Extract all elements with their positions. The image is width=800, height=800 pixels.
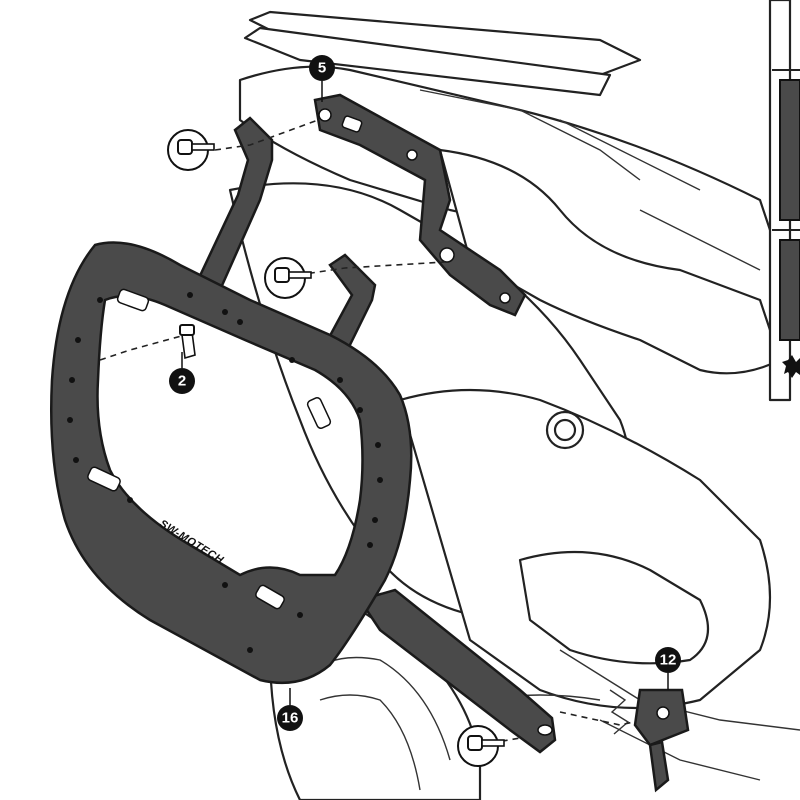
bolt-lower: [457, 725, 505, 767]
svg-text:5: 5: [318, 60, 326, 77]
svg-text:12: 12: [660, 652, 677, 669]
callout-5: 5: [309, 55, 335, 102]
bolt-inner: [179, 324, 196, 360]
side-carrier-upper-arm: [196, 116, 377, 357]
starburst-icon: [782, 355, 800, 378]
upper-bracket: [313, 93, 527, 317]
clamp-bracket: [633, 688, 690, 793]
callout-2: 2: [169, 352, 195, 394]
bolt-upper: [167, 129, 215, 171]
svg-text:2: 2: [178, 373, 186, 390]
callout-16: 16: [277, 688, 303, 731]
bolt-middle: [264, 257, 312, 299]
svg-text:16: 16: [282, 710, 299, 727]
side-carrier-lower-arm: [358, 588, 557, 754]
callout-12: 12: [655, 647, 681, 690]
